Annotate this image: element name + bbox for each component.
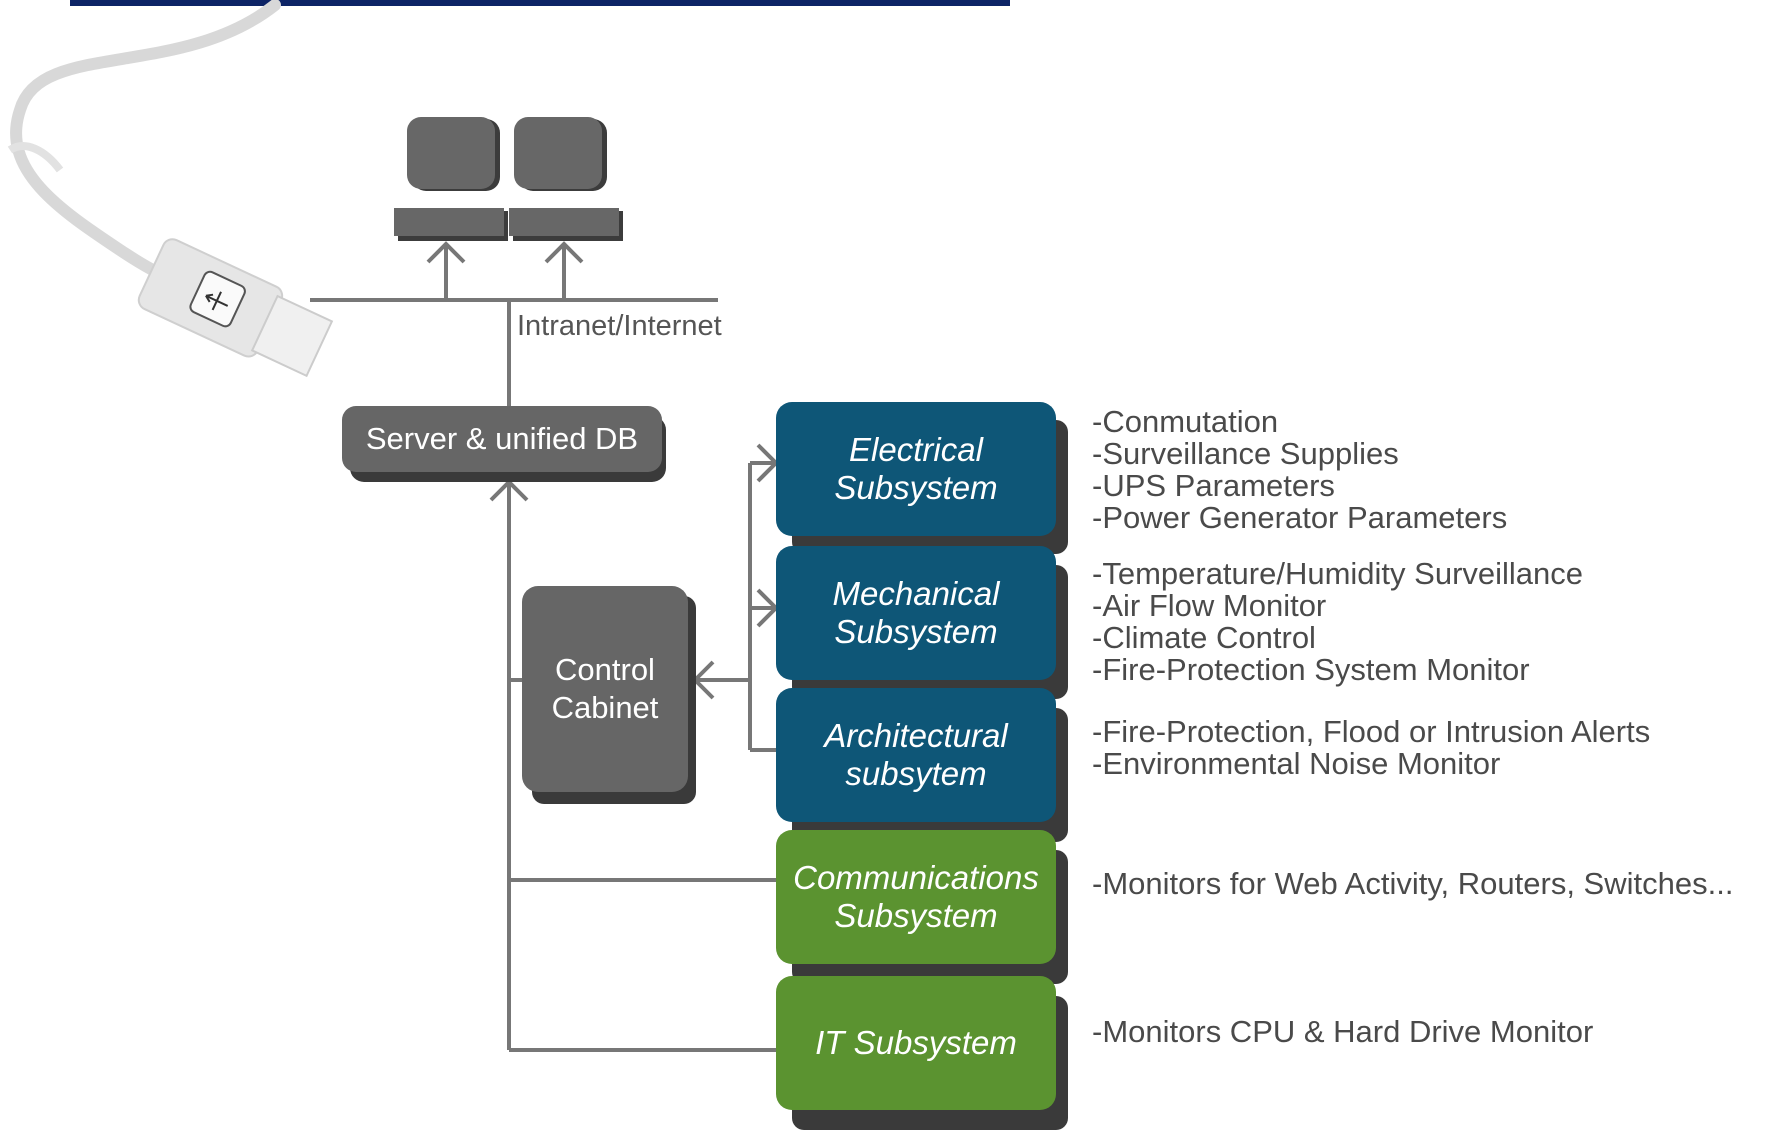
communications-subsystem-node: Communications Subsystem	[776, 830, 1056, 964]
note-item: -Monitors CPU & Hard Drive Monitor	[1092, 1014, 1594, 1049]
server-label: Server & unified DB	[365, 421, 639, 456]
architectural-notes: -Fire-Protection, Flood or Intrusion Ale…	[1092, 716, 1650, 780]
electrical-notes: -Conmutation -Surveillance Supplies -UPS…	[1092, 406, 1507, 534]
usb-cable-icon	[7, 0, 334, 378]
subsystem-label: Mechanical Subsystem	[832, 575, 1000, 650]
computer-icon	[509, 117, 623, 241]
mechanical-subsystem-node: Mechanical Subsystem	[776, 546, 1056, 680]
subsystem-label: Electrical Subsystem	[834, 431, 998, 506]
note-item: -Climate Control	[1092, 620, 1316, 655]
subsystem-label: IT Subsystem	[815, 1024, 1017, 1061]
it-notes: -Monitors CPU & Hard Drive Monitor	[1092, 1016, 1593, 1048]
mechanical-notes: -Temperature/Humidity Surveillance -Air …	[1092, 558, 1583, 686]
control-cabinet-node: Control Cabinet	[522, 586, 688, 792]
subsystem-label: Communications Subsystem	[793, 859, 1039, 934]
computer-icon	[394, 117, 508, 241]
note-item: -Surveillance Supplies	[1092, 436, 1399, 471]
subsystem-label: Architectural subsytem	[824, 717, 1008, 792]
control-cabinet-label: Control Cabinet	[551, 652, 659, 725]
communications-notes: -Monitors for Web Activity, Routers, Swi…	[1092, 868, 1733, 900]
note-item: -Environmental Noise Monitor	[1092, 746, 1501, 781]
network-label: Intranet/Internet	[517, 310, 722, 342]
title-bar	[70, 0, 1010, 6]
note-item: -Monitors for Web Activity, Routers, Swi…	[1092, 866, 1734, 901]
electrical-subsystem-node: Electrical Subsystem	[776, 402, 1056, 536]
note-item: -Power Generator Parameters	[1092, 500, 1508, 535]
note-item: -Conmutation	[1092, 404, 1279, 439]
note-item: -Fire-Protection, Flood or Intrusion Ale…	[1092, 714, 1651, 749]
note-item: -UPS Parameters	[1092, 468, 1335, 503]
it-subsystem-node: IT Subsystem	[776, 976, 1056, 1110]
note-item: -Fire-Protection System Monitor	[1092, 652, 1530, 687]
server-node: Server & unified DB	[342, 406, 662, 472]
architectural-subsystem-node: Architectural subsytem	[776, 688, 1056, 822]
note-item: -Temperature/Humidity Surveillance	[1092, 556, 1584, 591]
connector-lines	[310, 241, 779, 1052]
note-item: -Air Flow Monitor	[1092, 588, 1327, 623]
